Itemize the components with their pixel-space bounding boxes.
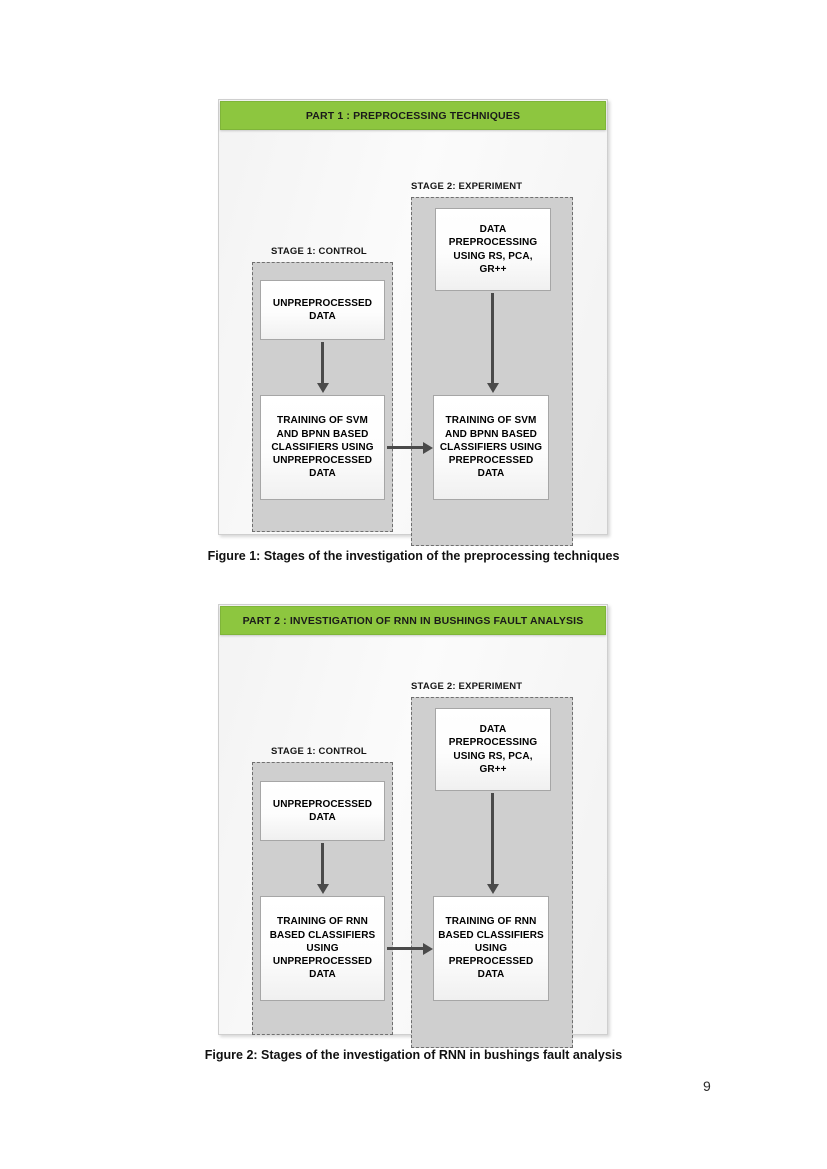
figure-1-control-to-experiment-arrow xyxy=(387,446,424,449)
figure-1-control-down-arrow xyxy=(321,342,324,384)
figure-1-caption: Figure 1: Stages of the investigation of… xyxy=(207,549,620,563)
figure-2-control-to-experiment-arrow xyxy=(387,947,424,950)
figure-2-diagram-frame: PART 2 : INVESTIGATION OF RNN IN BUSHING… xyxy=(218,604,608,1048)
figure-1-control-training-node: TRAINING OF SVM AND BPNN BASED CLASSIFIE… xyxy=(260,395,385,500)
figure-2-caption: Figure 2: Stages of the investigation of… xyxy=(204,1048,623,1062)
figure-1-experiment-training-node: TRAINING OF SVM AND BPNN BASED CLASSIFIE… xyxy=(433,395,549,500)
figure-1-stage-2-label: STAGE 2: EXPERIMENT xyxy=(411,181,523,192)
figure-2-part-header: PART 2 : INVESTIGATION OF RNN IN BUSHING… xyxy=(220,606,606,635)
figure-2-control-training-node: TRAINING OF RNN BASED CLASSIFIERS USING … xyxy=(260,896,385,1001)
figure-2-block: PART 2 : INVESTIGATION OF RNN IN BUSHING… xyxy=(218,604,608,1048)
figure-1-diagram-body: STAGE 2: EXPERIMENT STAGE 1: CONTROL UNP… xyxy=(219,130,607,564)
page-number: 9 xyxy=(703,1078,711,1094)
figure-1-diagram-frame: PART 1 : PREPROCESSING TECHNIQUES STAGE … xyxy=(218,99,608,546)
figure-1-stage-1-label: STAGE 1: CONTROL xyxy=(271,246,367,257)
figure-2-stage-1-label: STAGE 1: CONTROL xyxy=(271,746,367,757)
figure-2-experiment-down-arrow xyxy=(491,793,494,885)
figure-2-diagram-body: STAGE 2: EXPERIMENT STAGE 1: CONTROL UNP… xyxy=(219,635,607,1064)
figure-1-part-header: PART 1 : PREPROCESSING TECHNIQUES xyxy=(220,101,606,130)
figure-2-experiment-training-node: TRAINING OF RNN BASED CLASSIFIERS USING … xyxy=(433,896,549,1001)
figure-2-stage-2-label: STAGE 2: EXPERIMENT xyxy=(411,681,523,692)
figure-2-data-preprocessing-node: DATA PREPROCESSING USING RS, PCA, GR++ xyxy=(435,708,551,791)
figure-1-data-preprocessing-node: DATA PREPROCESSING USING RS, PCA, GR++ xyxy=(435,208,551,291)
figure-1-experiment-down-arrow xyxy=(491,293,494,384)
figure-2-control-down-arrow xyxy=(321,843,324,885)
figure-1-block: PART 1 : PREPROCESSING TECHNIQUES STAGE … xyxy=(218,99,608,546)
figure-1-unpreprocessed-data-node: UNPREPROCESSED DATA xyxy=(260,280,385,340)
figure-2-unpreprocessed-data-node: UNPREPROCESSED DATA xyxy=(260,781,385,841)
